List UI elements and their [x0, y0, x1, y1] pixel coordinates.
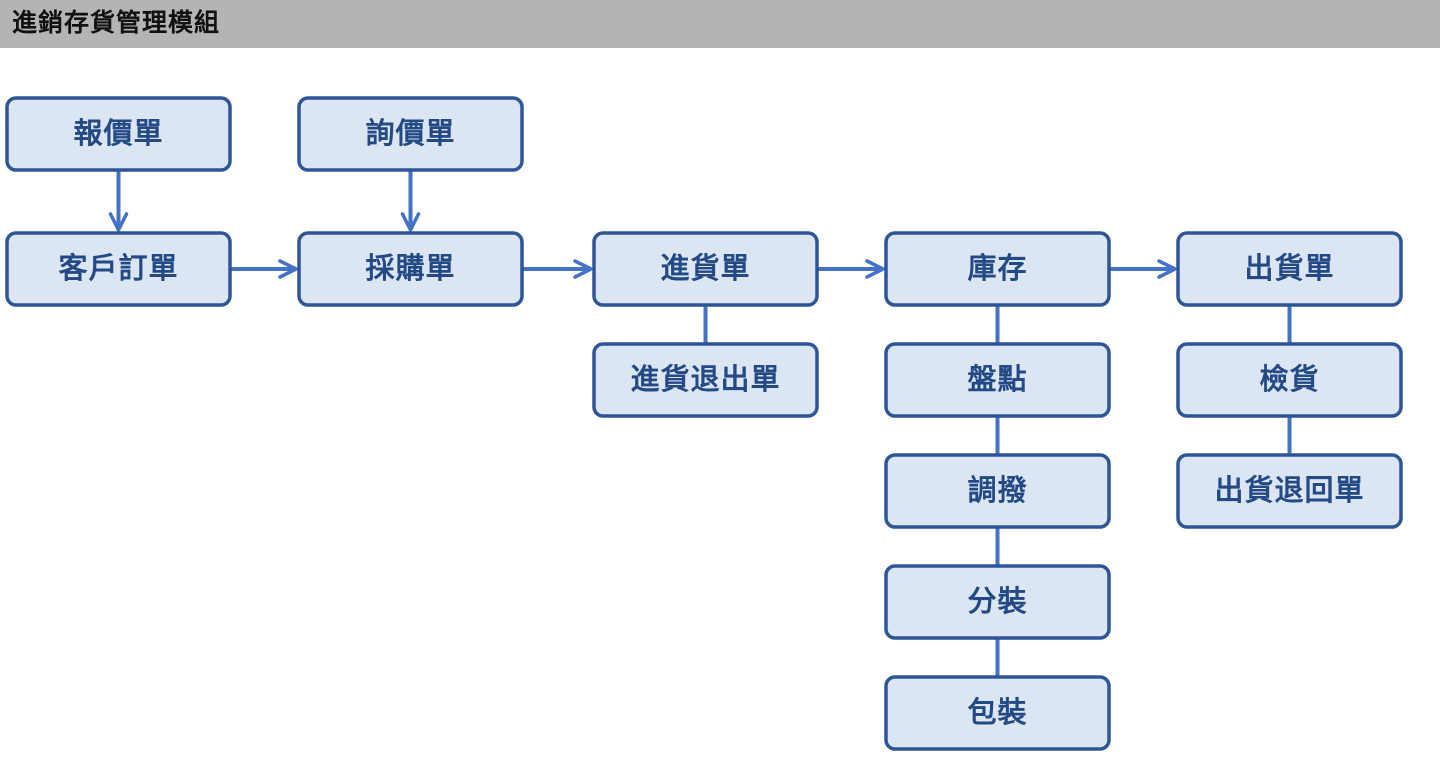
inventory-node-box: [884, 231, 1111, 307]
quotation-node: 報價單: [5, 96, 232, 172]
goods-receipt-node-box: [592, 231, 819, 307]
purchase-return-node-box: [592, 342, 819, 418]
page-title: 進銷存貨管理模組: [12, 8, 221, 37]
arrow-layer: [108, 171, 1177, 279]
quotation-node-label: 報價單: [73, 116, 163, 150]
transfer-node-box: [884, 453, 1111, 529]
packing-node-label: 包裝: [967, 695, 1027, 729]
stock-count-node-box: [884, 342, 1111, 418]
title-bar: 進銷存貨管理模組: [0, 0, 1440, 48]
repack-node: 分裝: [884, 564, 1111, 640]
shipment-return-node-box: [1176, 453, 1403, 529]
customer-order-node-label: 客戶訂單: [58, 251, 178, 285]
inquiry-node: 詢價單: [297, 96, 524, 172]
quotation-node-box: [5, 96, 232, 172]
inventory-node: 庫存: [884, 231, 1111, 307]
transfer-node-label: 調撥: [967, 473, 1027, 507]
goods-receipt-node-label: 進貨單: [660, 251, 750, 285]
customer-order-node: 客戶訂單: [5, 231, 232, 307]
shipment-node-box: [1176, 231, 1403, 307]
inspection-node-box: [1176, 342, 1403, 418]
purchase-return-node-label: 進貨退出單: [630, 362, 780, 396]
shipment-node-label: 出貨單: [1244, 251, 1334, 285]
packing-node: 包裝: [884, 675, 1111, 751]
goods-receipt-node: 進貨單: [592, 231, 819, 307]
purchase-order-node-box: [297, 231, 524, 307]
packing-node-box: [884, 675, 1111, 751]
repack-node-label: 分裝: [967, 584, 1027, 618]
inquiry-node-label: 詢價單: [365, 116, 455, 150]
transfer-node: 調撥: [884, 453, 1111, 529]
connector-layer: [703, 306, 1292, 676]
shipment-return-node-label: 出貨退回單: [1214, 473, 1364, 507]
shipment-node: 出貨單: [1176, 231, 1403, 307]
stock-count-node: 盤點: [884, 342, 1111, 418]
customer-order-node-box: [5, 231, 232, 307]
inventory-node-label: 庫存: [967, 251, 1027, 285]
inspection-node-label: 檢貨: [1259, 362, 1319, 396]
inquiry-node-box: [297, 96, 524, 172]
repack-node-box: [884, 564, 1111, 640]
purchase-order-node-label: 採購單: [365, 251, 455, 285]
stock-count-node-label: 盤點: [967, 362, 1027, 396]
purchase-order-node: 採購單: [297, 231, 524, 307]
shipment-return-node: 出貨退回單: [1176, 453, 1403, 529]
inspection-node: 檢貨: [1176, 342, 1403, 418]
purchase-return-node: 進貨退出單: [592, 342, 819, 418]
